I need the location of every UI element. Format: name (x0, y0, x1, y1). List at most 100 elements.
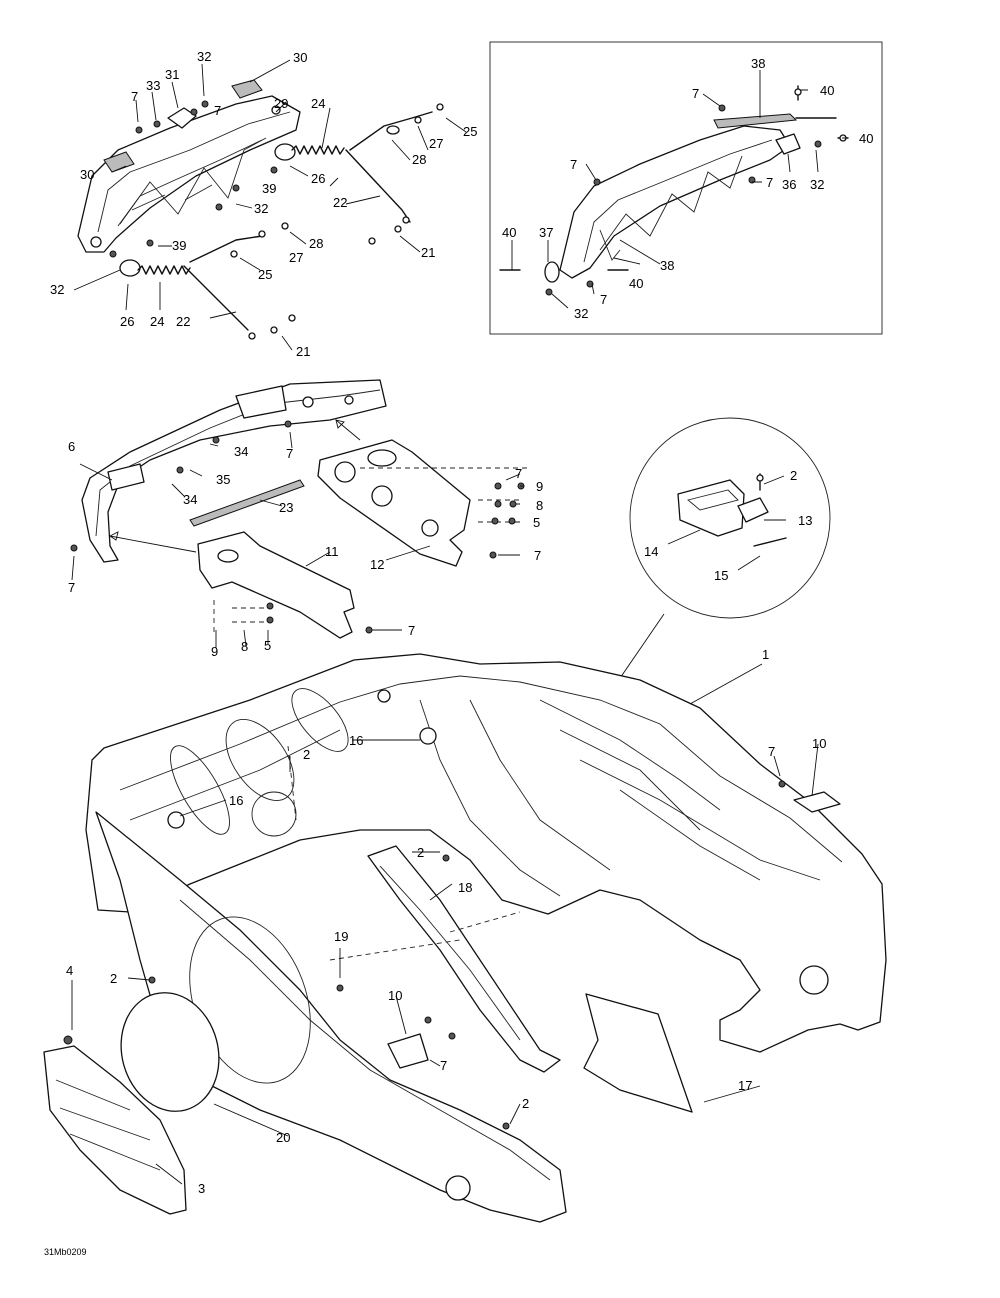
callout-6: 6 (68, 439, 75, 454)
callout-23: 23 (279, 500, 293, 515)
callout-40: 40 (820, 83, 834, 98)
callout-31: 31 (165, 67, 179, 82)
callout-28: 28 (412, 152, 426, 167)
callout-2: 2 (417, 845, 424, 860)
callout-40: 40 (859, 131, 873, 146)
callout-37: 37 (539, 225, 553, 240)
callout-18: 18 (458, 880, 472, 895)
callout-7: 7 (214, 103, 221, 118)
detail-circle-border (629, 417, 831, 619)
callout-7: 7 (766, 175, 773, 190)
callout-7: 7 (570, 157, 577, 172)
drawing-code: 31Mb0209 (44, 1247, 87, 1257)
callout-24: 24 (311, 96, 325, 111)
callout-11: 11 (325, 544, 339, 559)
callout-38: 38 (751, 56, 765, 71)
cover-3 (43, 1045, 187, 1215)
callout-5: 5 (533, 515, 540, 530)
callout-7: 7 (692, 86, 699, 101)
callout-24: 24 (150, 314, 164, 329)
callout-7: 7 (131, 89, 138, 104)
callout-7: 7 (534, 548, 541, 563)
callout-21: 21 (296, 344, 310, 359)
callout-25: 25 (258, 267, 272, 282)
callout-30: 30 (80, 167, 94, 182)
callout-25: 25 (463, 124, 477, 139)
callout-7: 7 (768, 744, 775, 759)
callout-15: 15 (714, 568, 728, 583)
frame-detail-ring (251, 791, 297, 837)
callout-7: 7 (600, 292, 607, 307)
detail-circle (397, 417, 831, 761)
rod-23 (189, 479, 305, 527)
clip-14 (677, 479, 745, 537)
bumper-6 (81, 379, 387, 563)
callout-9: 9 (536, 479, 543, 494)
callout-7: 7 (68, 580, 75, 595)
spring-ring-lower (119, 259, 141, 277)
callout-13: 13 (798, 513, 812, 528)
callout-22: 22 (176, 314, 190, 329)
callout-16: 16 (349, 733, 363, 748)
callout-7: 7 (286, 446, 293, 461)
callout-3: 3 (198, 1181, 205, 1196)
stopper-pad-upper (231, 79, 263, 99)
callout-8: 8 (536, 498, 543, 513)
callout-7: 7 (408, 623, 415, 638)
callout-38: 38 (660, 258, 674, 273)
leader-lines (71, 59, 848, 1185)
bracket-10-center (387, 1033, 429, 1069)
callout-32: 32 (810, 177, 824, 192)
callout-26: 26 (120, 314, 134, 329)
callout-10: 10 (388, 988, 402, 1003)
callout-20: 20 (276, 1130, 290, 1145)
spring-lower (137, 265, 191, 275)
callout-22: 22 (333, 195, 347, 210)
callout-2: 2 (303, 747, 310, 762)
callout-32: 32 (50, 282, 64, 297)
cover-20 (120, 992, 220, 1112)
callout-32: 32 (574, 306, 588, 321)
panel-17 (583, 993, 693, 1113)
callout-39: 39 (172, 238, 186, 253)
callout-33: 33 (146, 78, 160, 93)
callout-26: 26 (311, 171, 325, 186)
callout-40: 40 (629, 276, 643, 291)
callout-8: 8 (241, 639, 248, 654)
callout-27: 27 (289, 250, 303, 265)
callout-7: 7 (440, 1058, 447, 1073)
callout-9: 9 (211, 644, 218, 659)
cable-38-upper (713, 113, 798, 129)
stopper-pad-lower (103, 151, 135, 173)
bracket-10-right (793, 791, 841, 813)
callout-29: 29 (274, 96, 288, 111)
callout-39: 39 (262, 181, 276, 196)
rear-arm-assembly (77, 79, 444, 340)
callout-40: 40 (502, 225, 516, 240)
front-bumper-assembly (70, 379, 528, 639)
callout-2: 2 (110, 971, 117, 986)
callout-12: 12 (370, 557, 384, 572)
spring-ring-upper (274, 143, 296, 161)
callout-34: 34 (234, 444, 248, 459)
callout-34: 34 (183, 492, 197, 507)
callout-14: 14 (644, 544, 658, 559)
callout-1: 1 (762, 647, 769, 662)
callout-17: 17 (738, 1078, 752, 1093)
callout-27: 27 (429, 136, 443, 151)
callout-19: 19 (334, 929, 348, 944)
inset-border (489, 41, 883, 335)
callout-36: 36 (782, 177, 796, 192)
callout-10: 10 (812, 736, 826, 751)
callout-21: 21 (421, 245, 435, 260)
callout-2: 2 (522, 1096, 529, 1111)
callout-35: 35 (216, 472, 230, 487)
callout-7: 7 (515, 466, 522, 481)
callout-32: 32 (254, 201, 268, 216)
inset-arm-body (559, 125, 791, 279)
callout-30: 30 (293, 50, 307, 65)
callout-2: 2 (790, 468, 797, 483)
callout-16: 16 (229, 793, 243, 808)
